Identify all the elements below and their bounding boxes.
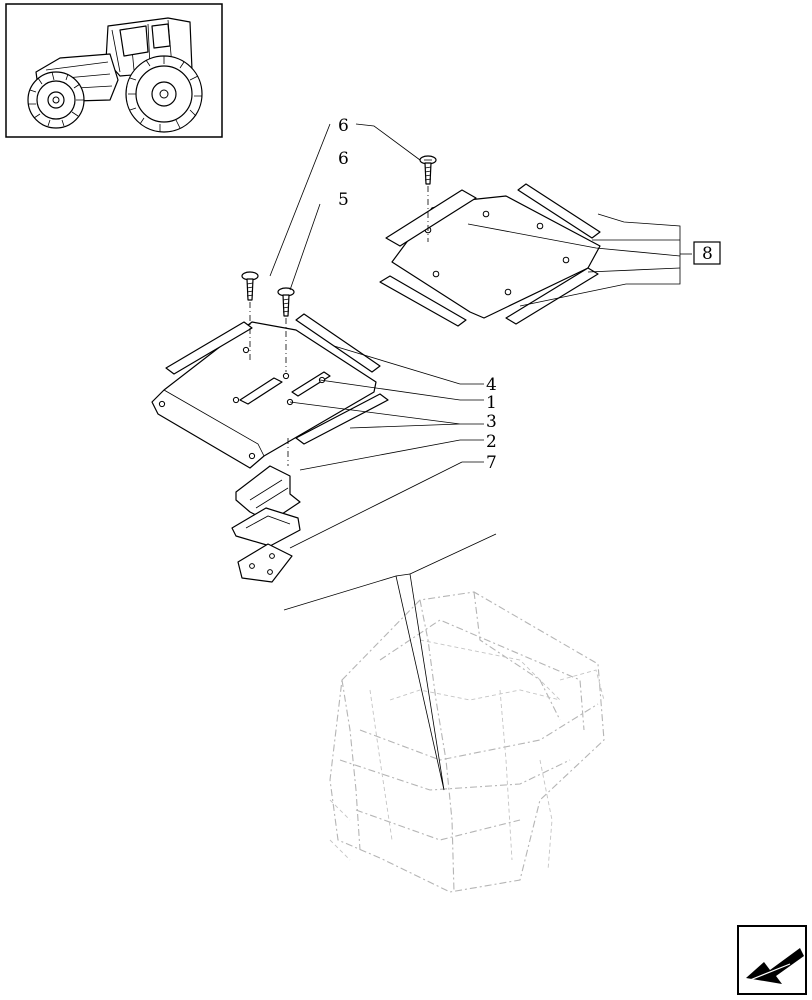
- bracket: [235, 465, 301, 523]
- floor-plate-left: [151, 321, 377, 469]
- floor-mat-assembly-right: [379, 155, 692, 327]
- clip: [231, 507, 301, 547]
- cab-frame-ghost: [329, 591, 605, 893]
- plate-hole: [282, 372, 290, 380]
- mat-hole: [562, 256, 570, 264]
- plate-hole: [232, 396, 240, 404]
- tractor-thumbnail-icon: [5, 3, 223, 138]
- callout-5: 5: [338, 190, 349, 210]
- callout-4: 4: [486, 375, 497, 395]
- plate-hole: [242, 346, 250, 354]
- callout-8: 8: [702, 244, 713, 264]
- rubber-strip: [517, 183, 601, 239]
- rubber-strip: [505, 267, 599, 325]
- floor-plate-assembly-left: [151, 123, 463, 583]
- mat-hole: [482, 210, 490, 218]
- rubber-strip: [385, 189, 477, 247]
- screw-icon: [277, 287, 295, 317]
- plate-hole: [248, 452, 256, 460]
- screw-icon: [241, 271, 259, 301]
- screw-icon: [419, 155, 437, 185]
- callout-2: 2: [486, 432, 497, 452]
- callout-3: 3: [486, 412, 497, 432]
- next-page-arrow-icon[interactable]: [737, 925, 807, 995]
- rubber-strip: [295, 313, 381, 373]
- callout-1: 1: [486, 393, 497, 413]
- mat-hole: [536, 222, 544, 230]
- callout-8-box: 8: [693, 241, 721, 265]
- rubber-strip: [295, 393, 389, 445]
- mat-hole: [432, 270, 440, 278]
- rubber-strip: [165, 321, 253, 375]
- callout-7: 7: [486, 453, 497, 473]
- mat-hole: [504, 288, 512, 296]
- rubber-strip: [379, 275, 467, 327]
- callout-6-right: 6: [338, 116, 349, 136]
- base-plate: [237, 543, 293, 583]
- callout-6-left: 6: [338, 149, 349, 169]
- plate-slot: [239, 377, 283, 405]
- location-pointer: [283, 533, 497, 791]
- plate-hole: [158, 400, 166, 408]
